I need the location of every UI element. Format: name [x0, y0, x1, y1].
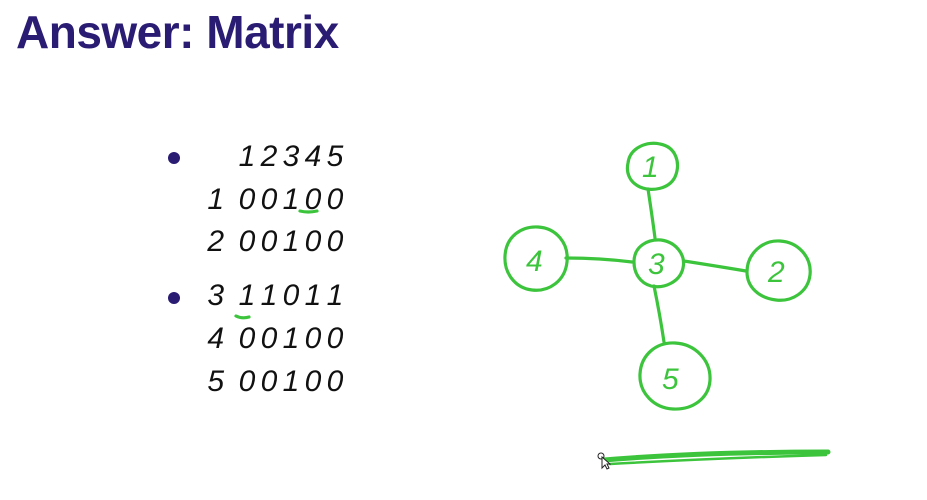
matrix-cell: 0: [304, 183, 322, 216]
matrix-row-label: 1: [207, 183, 224, 216]
bullet-point: [168, 152, 180, 164]
matrix-row-label: 3: [207, 279, 224, 312]
matrix-cell: 0: [326, 365, 344, 398]
matrix-cell: 1: [282, 183, 300, 216]
graph-edge: [682, 259, 748, 273]
matrix-cell: 1: [304, 279, 322, 312]
graph-node-label: 2: [767, 256, 785, 289]
graph-node: [625, 141, 680, 191]
matrix-cell: 1: [326, 279, 344, 312]
annotation-tick: [298, 209, 319, 214]
graph-node-label: 5: [662, 363, 679, 396]
graph-edge: [652, 284, 666, 344]
matrix-cell: 0: [326, 322, 344, 355]
matrix-row: 2 0 0 1 0 0: [194, 224, 346, 260]
graph-node: [503, 225, 569, 292]
matrix-column-header: 1: [238, 140, 256, 173]
matrix-column-header: 5: [326, 140, 344, 173]
matrix-cell: 1: [282, 225, 300, 258]
graph-node: [745, 239, 812, 302]
matrix-cell: 0: [260, 322, 278, 355]
matrix-cell: 0: [326, 183, 344, 216]
matrix-column-header: 2: [260, 140, 278, 173]
mouse-cursor-icon: [597, 452, 611, 470]
matrix-cell: 0: [260, 365, 278, 398]
slide-title: Answer: Matrix: [16, 6, 339, 58]
matrix-cell: 0: [304, 322, 322, 355]
graph-node-label: 3: [648, 248, 665, 281]
matrix-column-header: 4: [304, 140, 322, 173]
matrix-cell: 0: [282, 279, 300, 312]
pen-stroke: [601, 449, 831, 463]
graph-node-label: 4: [526, 245, 543, 278]
matrix-cell: 0: [304, 225, 322, 258]
matrix-cell: 0: [260, 225, 278, 258]
matrix-row: 4 0 0 1 0 0: [194, 321, 346, 357]
matrix-row-label: 2: [207, 225, 224, 258]
matrix-row: 1 0 0 1 0 0: [194, 182, 346, 218]
matrix-header-row: 1 2 3 4 5: [194, 139, 346, 175]
matrix-cell: 0: [238, 183, 256, 216]
matrix-row: 3 1 1 0 1 1: [194, 278, 346, 314]
matrix-cell: 0: [238, 322, 256, 355]
annotation-tick: [234, 314, 251, 320]
matrix-row-label: 5: [207, 365, 224, 398]
graph-node-label: 1: [642, 151, 659, 184]
graph-node: [638, 341, 712, 411]
matrix-cell: 0: [238, 225, 256, 258]
matrix-row: 5 0 0 1 0 0: [194, 364, 346, 400]
graph-edge: [564, 256, 634, 264]
matrix-cell: 0: [238, 365, 256, 398]
matrix-cell: 1: [282, 322, 300, 355]
pen-stroke: [608, 453, 828, 466]
bullet-point: [168, 292, 180, 304]
matrix-cell: 1: [238, 279, 256, 312]
matrix-cell: 0: [260, 183, 278, 216]
graph-node: [632, 238, 686, 289]
matrix-cell: 1: [260, 279, 278, 312]
matrix-cell: 0: [304, 365, 322, 398]
matrix-cell: 1: [282, 365, 300, 398]
matrix-row-label: 4: [207, 322, 224, 355]
matrix-cell: 0: [326, 225, 344, 258]
graph-edge: [646, 187, 657, 240]
matrix-column-header: 3: [282, 140, 300, 173]
